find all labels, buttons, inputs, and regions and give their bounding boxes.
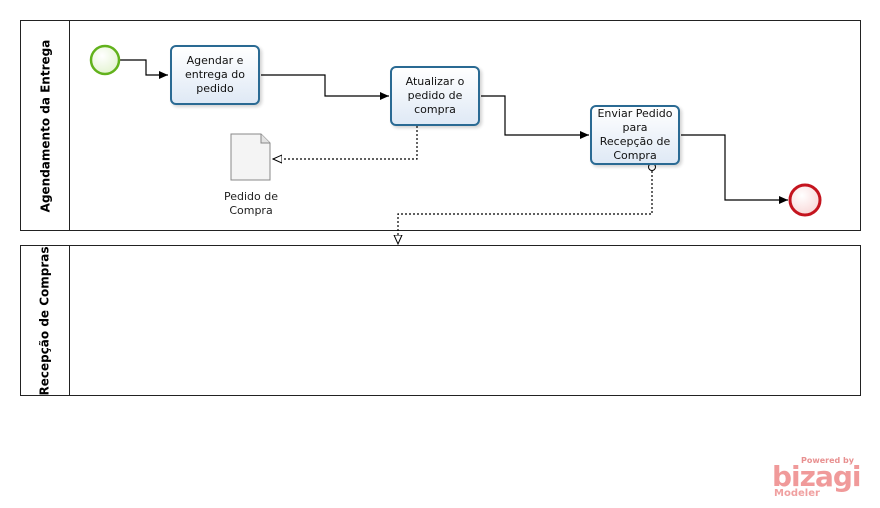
task-agendar-entrega[interactable]: Agendar e entrega do pedido bbox=[170, 45, 260, 105]
logo-name: bizagi bbox=[772, 460, 861, 493]
sequence-flow bbox=[120, 59, 168, 79]
sequence-flow bbox=[681, 134, 788, 204]
end-event[interactable] bbox=[788, 183, 822, 217]
logo-powered-by: Powered by bbox=[801, 456, 854, 465]
pool-recepcao-de-compras: Recepção de Compras bbox=[20, 245, 861, 396]
sequence-flow bbox=[261, 74, 389, 100]
bizagi-logo: Powered by bizagi Modeler bbox=[772, 456, 862, 502]
start-event[interactable] bbox=[89, 44, 121, 76]
logo-product: Modeler bbox=[774, 488, 820, 499]
pool-header: Recepção de Compras bbox=[21, 246, 70, 395]
task-enviar-pedido[interactable]: Enviar Pedido para Recepção de Compra bbox=[590, 105, 680, 165]
data-object-document-icon[interactable] bbox=[230, 133, 271, 181]
data-association bbox=[273, 126, 418, 159]
message-flow bbox=[398, 171, 653, 244]
pool-header: Agendamento da Entrega bbox=[21, 21, 70, 230]
sequence-flow bbox=[481, 95, 589, 139]
task-atualizar-pedido[interactable]: Atualizar o pedido de compra bbox=[390, 66, 480, 126]
data-object-label: Pedido de Compra bbox=[223, 190, 278, 217]
